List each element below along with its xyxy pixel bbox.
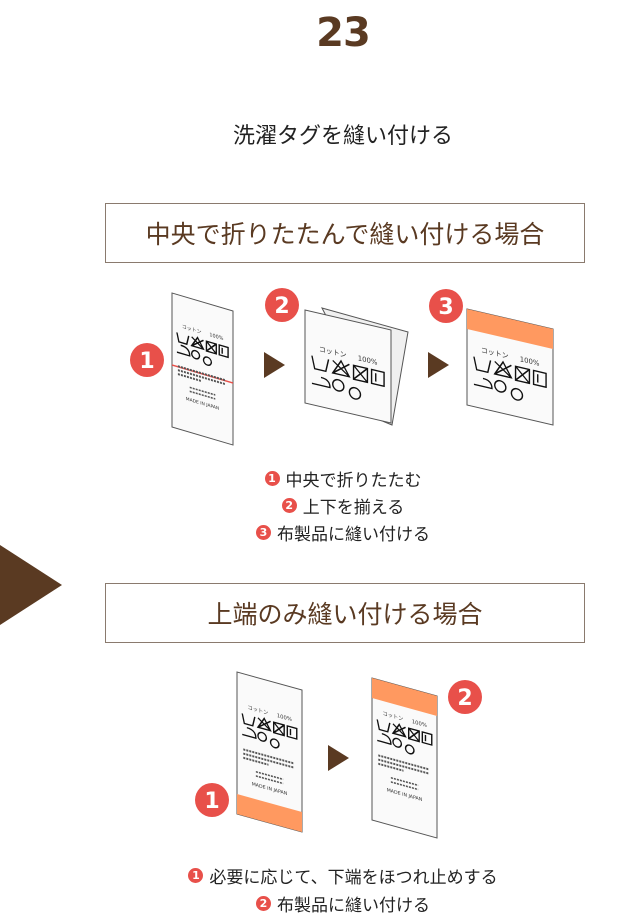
tag-material: コットン bbox=[182, 324, 202, 336]
tag-percent: 100% bbox=[412, 719, 427, 729]
step-text: 中央で折りたたむ bbox=[285, 471, 422, 491]
care-symbols bbox=[311, 355, 385, 400]
section1-step-2: 2 上下を揃える bbox=[0, 493, 620, 518]
step-badge: 2 bbox=[281, 498, 297, 513]
next-arrow-left bbox=[0, 545, 62, 625]
badge-1: 1 bbox=[130, 343, 164, 377]
step-badge: 1 bbox=[188, 868, 204, 883]
arrow-right-3 bbox=[328, 745, 349, 771]
page-subtitle: 洗濯タグを縫い付ける bbox=[232, 124, 453, 149]
badge-1: 1 bbox=[195, 783, 229, 817]
arrow-right-2 bbox=[428, 352, 449, 378]
orange-band bbox=[467, 309, 553, 350]
svg-text:2: 2 bbox=[457, 686, 472, 711]
step-badge: 2 bbox=[256, 896, 271, 911]
section1-title-box: 中央で折りたたんで縫い付ける場合 bbox=[105, 203, 585, 263]
svg-text:2: 2 bbox=[274, 294, 289, 319]
step-text: 布製品に縫い付ける bbox=[277, 525, 430, 545]
step-badge: 1 bbox=[264, 471, 280, 486]
step-text: 布製品に縫い付ける bbox=[277, 896, 430, 913]
care-symbols bbox=[176, 332, 229, 366]
badge-2: 2 bbox=[448, 680, 482, 714]
badge-3: 3 bbox=[429, 289, 463, 323]
section1-step-1: 1 中央で折りたたむ bbox=[0, 466, 620, 491]
step-badge: 3 bbox=[256, 525, 271, 540]
orange-band bbox=[237, 794, 302, 833]
section2-step-1: 1 必要に応じて、下端をほつれ止めする bbox=[0, 863, 620, 888]
orange-band bbox=[372, 678, 437, 717]
section2-step-2: 2 布製品に縫い付ける bbox=[0, 891, 620, 913]
tag-percent: 100% bbox=[209, 332, 223, 342]
svg-text:1: 1 bbox=[139, 349, 154, 374]
badge-2: 2 bbox=[265, 288, 299, 322]
care-symbols bbox=[241, 713, 298, 749]
step-text: 上下を揃える bbox=[302, 498, 405, 518]
section2-title: 上端のみ縫い付ける場合 bbox=[207, 600, 483, 629]
svg-text:1: 1 bbox=[204, 789, 219, 814]
section2-title-box: 上端のみ縫い付ける場合 bbox=[105, 583, 585, 643]
svg-text:3: 3 bbox=[438, 295, 453, 320]
tag-percent: 100% bbox=[277, 713, 292, 723]
step-number: 23 bbox=[316, 10, 371, 56]
section1-step-3: 3 布製品に縫い付ける bbox=[0, 520, 620, 545]
arrow-right-1 bbox=[264, 352, 285, 378]
care-symbols bbox=[473, 356, 547, 401]
step-text: 必要に応じて、下端をほつれ止めする bbox=[209, 868, 498, 888]
care-symbols bbox=[376, 719, 433, 755]
section1-title: 中央で折りたたんで縫い付ける場合 bbox=[145, 220, 545, 249]
